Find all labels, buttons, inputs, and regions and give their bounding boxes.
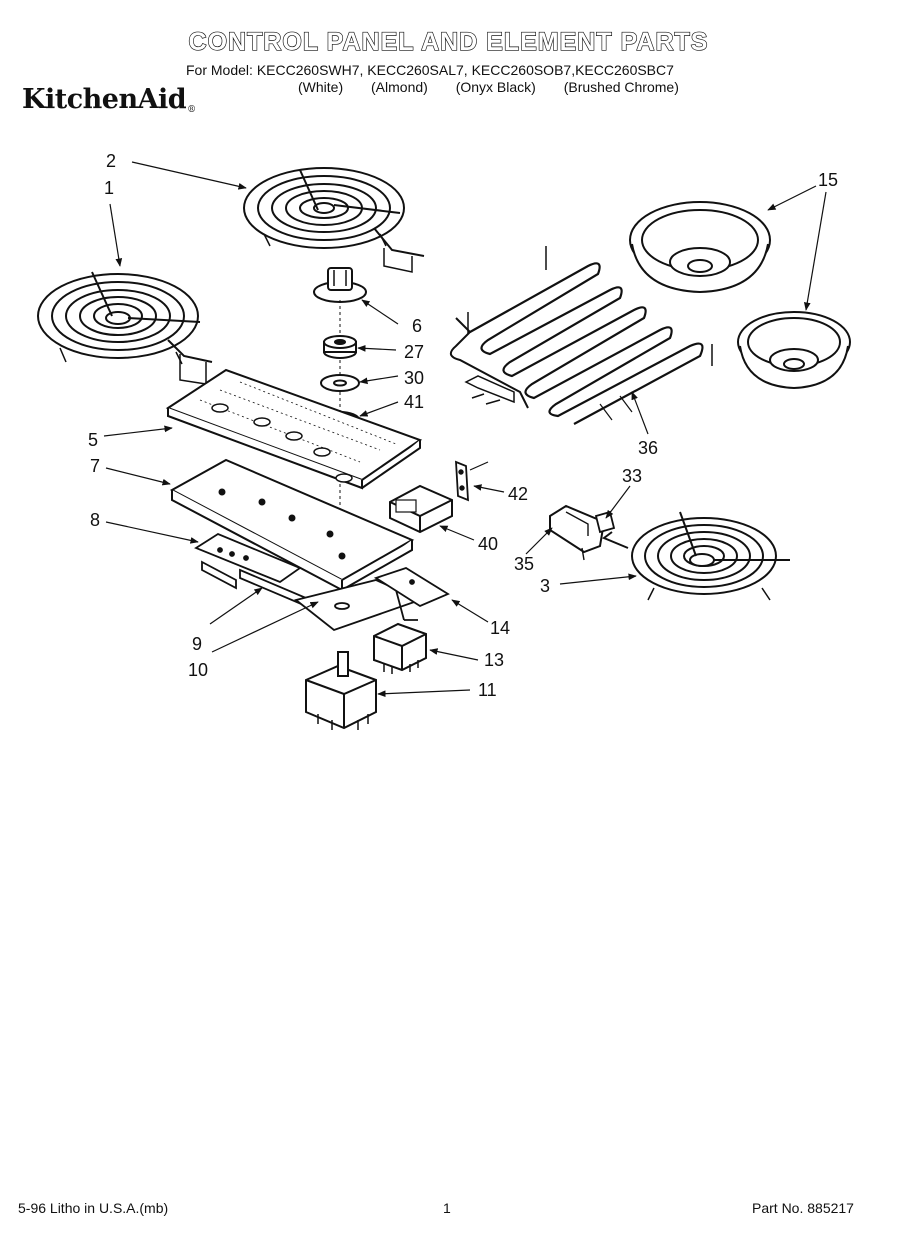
leader-42: [473, 484, 505, 493]
callout-40: 40: [478, 534, 498, 554]
leader-6: [361, 299, 399, 325]
finish-label: (Brushed Chrome): [563, 79, 679, 95]
bracket-42: [455, 460, 489, 502]
terminal-block-40: [389, 484, 453, 534]
leader-1: [109, 203, 123, 267]
callout-15: 15: [818, 170, 838, 190]
control-knob-6: [313, 267, 367, 303]
knob-washer-30: [320, 374, 360, 392]
part-number: Part No. 885217: [752, 1200, 854, 1216]
callout-6: 6: [412, 316, 422, 336]
leader-36: [631, 391, 649, 435]
leader-30: [359, 375, 399, 385]
leader-7: [105, 467, 171, 486]
callout-41: 41: [404, 392, 424, 412]
drip-bowl-large-15: [629, 201, 771, 294]
page-number: 1: [443, 1200, 451, 1216]
model-number: KECC260SAL7,: [367, 62, 468, 78]
surface-element-2: [243, 167, 425, 273]
surface-element-1: [37, 271, 213, 385]
callout-35: 35: [514, 554, 534, 574]
callout-13: 13: [484, 650, 504, 670]
callout-2: 2: [106, 151, 116, 171]
switch-bracket-8: [194, 532, 302, 590]
leader-10: [211, 601, 319, 653]
leader-5: [103, 425, 173, 437]
infinite-switch-13: [373, 622, 427, 674]
drip-bowl-small-15: [737, 311, 851, 390]
leader-15b: [803, 191, 827, 311]
leader-11: [377, 689, 471, 698]
mounting-bracket-14: [373, 567, 450, 608]
leader-35: [525, 527, 553, 555]
leader-27: [357, 345, 397, 352]
leader-41: [359, 401, 399, 417]
finish-label: (Onyx Black): [455, 79, 536, 95]
leader-2: [131, 161, 247, 190]
leader-lines: [103, 161, 827, 698]
receptacle-bracket-33: [594, 510, 616, 534]
model-number: KECC260SBC7: [575, 62, 674, 78]
leader-33: [605, 485, 631, 519]
callout-7: 7: [90, 456, 100, 476]
model-list: For Model: KECC260SWH7, KECC260SAL7, KEC…: [186, 62, 674, 78]
leader-40: [439, 525, 475, 541]
registered-mark: ®: [187, 105, 196, 115]
brand-logo: KitchenAid®: [22, 84, 196, 115]
leader-14: [451, 599, 489, 623]
callout-5: 5: [88, 430, 98, 450]
leader-3: [559, 573, 637, 585]
callout-1: 1: [104, 178, 114, 198]
bake-element-36: [449, 246, 713, 425]
page-title: CONTROL PANEL AND ELEMENT PARTS: [188, 27, 709, 56]
callout-27: 27: [404, 342, 424, 362]
knob-spacer-27: [323, 335, 357, 359]
callout-42: 42: [508, 484, 528, 504]
leader-8: [105, 521, 199, 544]
leader-9: [209, 587, 263, 625]
callout-11: 11: [478, 680, 497, 700]
callout-36: 36: [638, 438, 658, 458]
callout-8: 8: [90, 510, 100, 530]
control-panel-5: [165, 368, 423, 490]
element-receptacle-35: [549, 504, 606, 561]
callout-30: 30: [404, 368, 424, 388]
infinite-switch-11: [305, 651, 377, 730]
callout-9: 9: [192, 634, 202, 654]
surface-element-3: [602, 511, 790, 601]
leader-13: [429, 648, 479, 661]
model-number: KECC260SWH7,: [256, 62, 364, 78]
callout-33: 33: [622, 466, 642, 486]
finish-label: (Almond): [371, 79, 428, 95]
callout-3: 3: [540, 576, 550, 596]
control-panel-backing-7: [169, 458, 415, 592]
brand-name: KitchenAid: [22, 84, 187, 115]
callout-labels: 2 1 6 27 30 41 5 7 8 9 10 11 13 14 40 42…: [88, 151, 838, 700]
print-info: 5-96 Litho in U.S.A.(mb): [18, 1200, 169, 1216]
finish-label: (White): [298, 79, 344, 95]
model-prefix: For Model:: [186, 62, 253, 78]
callout-14: 14: [490, 618, 510, 638]
leader-15a: [767, 185, 817, 211]
model-number: KECC260SOB7,: [471, 62, 576, 78]
finish-list: (White) (Almond) (Onyx Black) (Brushed C…: [298, 79, 679, 95]
callout-10: 10: [188, 660, 208, 680]
